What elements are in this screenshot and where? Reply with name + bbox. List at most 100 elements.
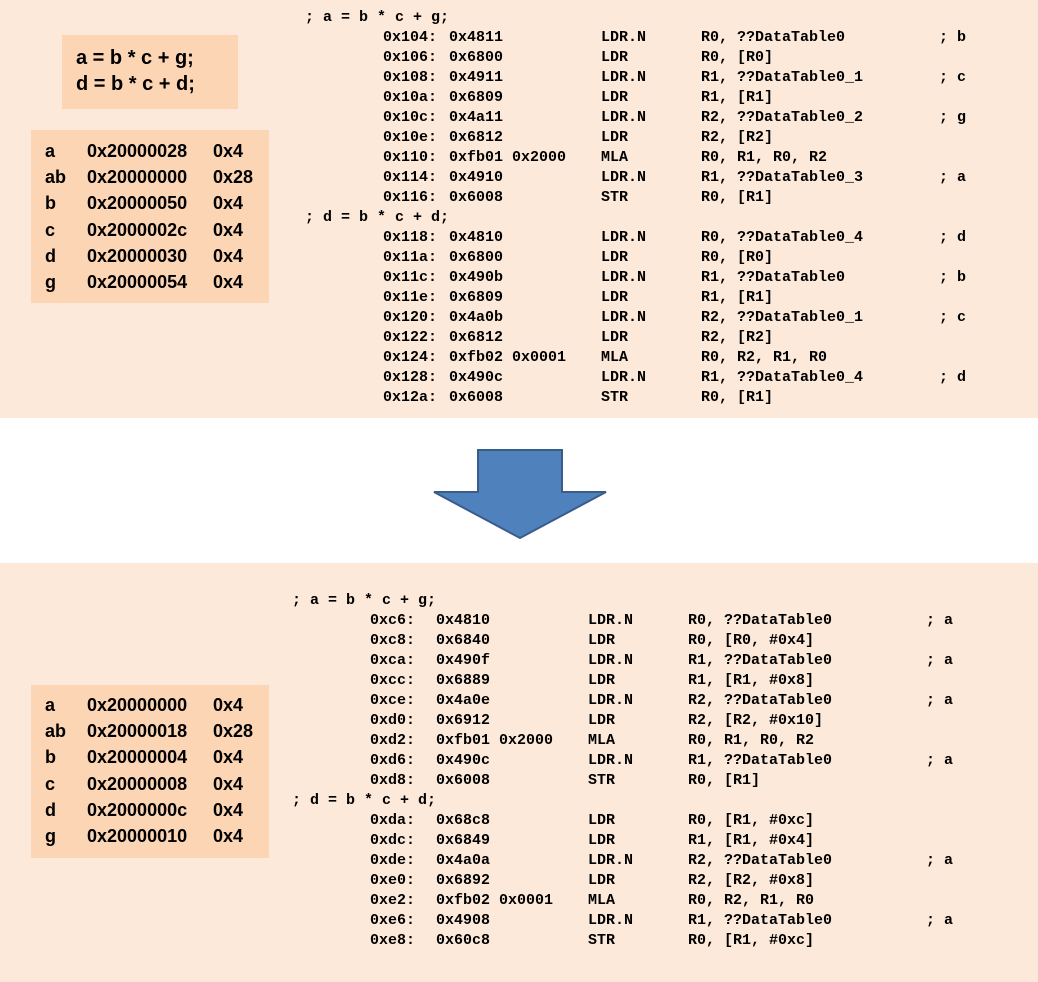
symbol-name: b <box>45 747 56 768</box>
symbol-name: ab <box>45 721 67 742</box>
symbol-address: 0x20000000 <box>87 167 188 188</box>
asm-encoding: 0x6800 <box>449 249 504 266</box>
asm-operands: R0, R2, R1, R0 <box>688 892 815 909</box>
asm-encoding: 0x4910 <box>449 169 504 186</box>
symbol-address: 0x20000018 <box>87 721 188 742</box>
asm-mnemonic: LDR.N <box>601 169 647 186</box>
symbol-size: 0x4 <box>213 799 244 820</box>
asm-encoding: 0x6849 <box>436 832 491 849</box>
asm-encoding: 0x4a11 <box>449 109 504 126</box>
symbol-address: 0x20000050 <box>87 193 188 214</box>
c-source-line: d = b * c + d; <box>76 73 195 95</box>
asm-mnemonic: MLA <box>601 349 629 366</box>
asm-mnemonic: STR <box>601 189 629 206</box>
asm-mnemonic: LDR <box>601 289 629 306</box>
asm-mnemonic: LDR.N <box>601 69 647 86</box>
asm-address: 0x10a: <box>383 89 438 106</box>
asm-mnemonic: LDR.N <box>588 912 634 929</box>
asm-mnemonic: LDR.N <box>601 229 647 246</box>
asm-address: 0xe6: <box>370 912 416 929</box>
asm-address: 0x110: <box>383 149 438 166</box>
asm-comment-header: ; a = b * c + g; <box>292 592 437 609</box>
asm-encoding: 0x4810 <box>436 612 491 629</box>
asm-operands: R0, [R1, #0xc] <box>688 812 815 829</box>
asm-encoding: 0x490f <box>436 652 491 669</box>
asm-encoding: 0x4908 <box>436 912 491 929</box>
symbol-name: c <box>45 219 56 240</box>
symbol-name: g <box>45 825 56 846</box>
asm-address: 0xe2: <box>370 892 416 909</box>
asm-encoding: 0x6800 <box>449 49 504 66</box>
asm-encoding: 0x6912 <box>436 712 491 729</box>
symbol-address: 0x2000000c <box>87 799 188 820</box>
symbol-size: 0x4 <box>213 271 244 292</box>
asm-mnemonic: LDR.N <box>588 652 634 669</box>
asm-mnemonic: LDR <box>588 672 616 689</box>
asm-mnemonic: LDR.N <box>588 692 634 709</box>
asm-address: 0xd0: <box>370 712 416 729</box>
asm-address: 0xc6: <box>370 612 416 629</box>
asm-encoding: 0x4810 <box>449 229 504 246</box>
asm-comment: ; c <box>939 309 967 326</box>
asm-encoding: 0xfb01 0x2000 <box>436 732 554 749</box>
asm-comment-header: ; d = b * c + d; <box>292 792 437 809</box>
asm-mnemonic: STR <box>588 772 616 789</box>
symbol-address: 0x2000002c <box>87 219 188 240</box>
asm-address: 0x10e: <box>383 129 438 146</box>
symbol-size: 0x4 <box>213 747 244 768</box>
asm-address: 0xd2: <box>370 732 416 749</box>
asm-encoding: 0xfb02 0x0001 <box>436 892 554 909</box>
asm-operands: R2, ??DataTable0 <box>688 692 833 709</box>
asm-address: 0xe0: <box>370 872 416 889</box>
asm-encoding: 0x4a0e <box>436 692 491 709</box>
symbol-name: d <box>45 245 56 266</box>
asm-operands: R1, ??DataTable0_1 <box>701 69 864 86</box>
asm-encoding: 0x6008 <box>449 189 504 206</box>
asm-encoding: 0x6892 <box>436 872 491 889</box>
asm-operands: R0, [R1] <box>688 772 761 789</box>
asm-mnemonic: LDR.N <box>601 29 647 46</box>
asm-address: 0x124: <box>383 349 438 366</box>
asm-address: 0x128: <box>383 369 438 386</box>
asm-mnemonic: MLA <box>601 149 629 166</box>
asm-comment: ; a <box>926 852 954 869</box>
asm-comment: ; b <box>939 29 967 46</box>
asm-encoding: 0x6809 <box>449 289 504 306</box>
symbol-size: 0x4 <box>213 245 244 266</box>
asm-mnemonic: LDR <box>601 129 629 146</box>
asm-encoding: 0x4a0b <box>449 309 504 326</box>
asm-address: 0x114: <box>383 169 438 186</box>
asm-operands: R2, [R2, #0x8] <box>688 872 815 889</box>
symbol-address: 0x20000004 <box>87 747 188 768</box>
asm-operands: R1, ??DataTable0 <box>688 652 833 669</box>
asm-operands: R2, ??DataTable0_1 <box>701 309 864 326</box>
asm-operands: R1, [R1, #0x8] <box>688 672 815 689</box>
asm-encoding: 0x6008 <box>436 772 491 789</box>
asm-address: 0x120: <box>383 309 438 326</box>
symbol-address: 0x20000000 <box>87 695 188 715</box>
asm-address: 0xd6: <box>370 752 416 769</box>
asm-operands: R1, ??DataTable0 <box>688 912 833 929</box>
symbol-size: 0x4 <box>213 695 244 715</box>
asm-encoding: 0x490b <box>449 269 504 286</box>
symbol-size: 0x28 <box>213 167 254 188</box>
asm-operands: R2, [R2] <box>701 329 774 346</box>
asm-operands: R1, ??DataTable0_4 <box>701 369 864 386</box>
asm-encoding: 0x6008 <box>449 389 504 406</box>
asm-address: 0x122: <box>383 329 438 346</box>
asm-operands: R0, [R0, #0x4] <box>688 632 815 649</box>
asm-encoding: 0x4911 <box>449 69 504 86</box>
asm-address: 0xc8: <box>370 632 416 649</box>
asm-mnemonic: LDR.N <box>601 109 647 126</box>
symbol-name: a <box>45 695 56 715</box>
asm-mnemonic: MLA <box>588 892 616 909</box>
asm-mnemonic: LDR <box>588 812 616 829</box>
asm-operands: R0, ??DataTable0 <box>688 612 833 629</box>
asm-operands: R0, R1, R0, R2 <box>688 732 815 749</box>
symbol-size: 0x4 <box>213 219 244 240</box>
asm-address: 0xda: <box>370 812 416 829</box>
asm-address: 0x106: <box>383 49 438 66</box>
